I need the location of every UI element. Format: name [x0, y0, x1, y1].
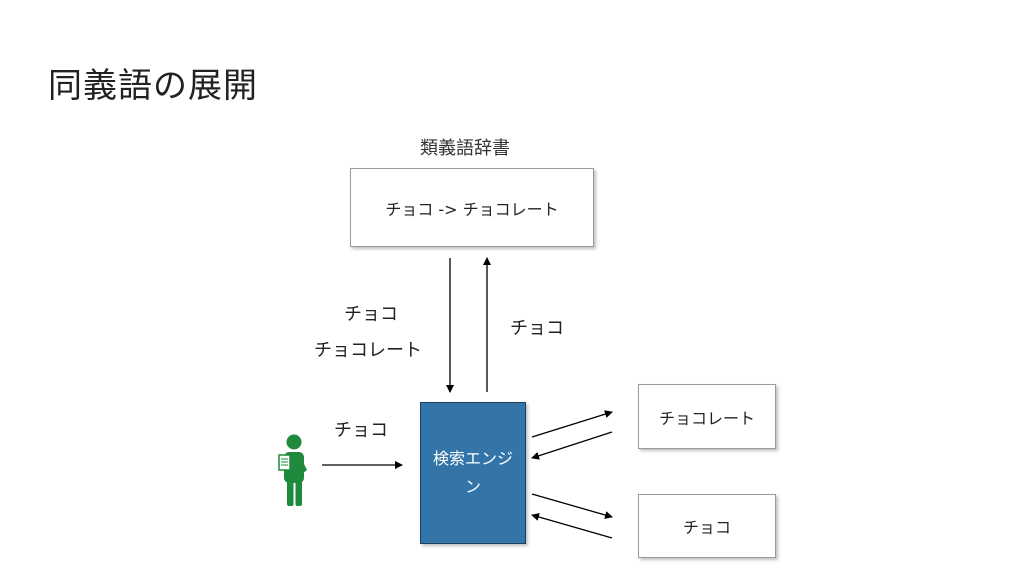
- search-engine-label: 検索エンジン: [432, 449, 513, 496]
- result-label-1: チョコレート: [658, 408, 755, 428]
- flow-label-synonym-1: チョコ: [344, 304, 398, 325]
- dictionary-entry: チョコ -> チョコレート: [385, 199, 559, 219]
- flow-label-synonym-2: チョコレート: [314, 340, 422, 361]
- arrow-engine-to-result-1: [531, 410, 613, 438]
- person-with-document-icon: [278, 434, 307, 506]
- dictionary-label: 類義語辞書: [420, 138, 510, 159]
- page-title: 同義語の展開: [48, 66, 258, 106]
- arrow-engine-to-result-2: [531, 493, 613, 519]
- result-label-2: チョコ: [682, 518, 731, 537]
- flow-label-user-query: チョコ: [334, 420, 388, 441]
- dictionary-box: チョコ -> チョコレート: [350, 168, 594, 247]
- arrow-result-2-to-engine: [531, 513, 613, 539]
- result-box-2: チョコ: [638, 494, 776, 558]
- search-engine-box: 検索エンジン: [420, 402, 526, 544]
- arrow-result-1-to-engine: [531, 431, 613, 460]
- flow-label-dict-query: チョコ: [510, 318, 564, 339]
- result-box-1: チョコレート: [638, 384, 776, 449]
